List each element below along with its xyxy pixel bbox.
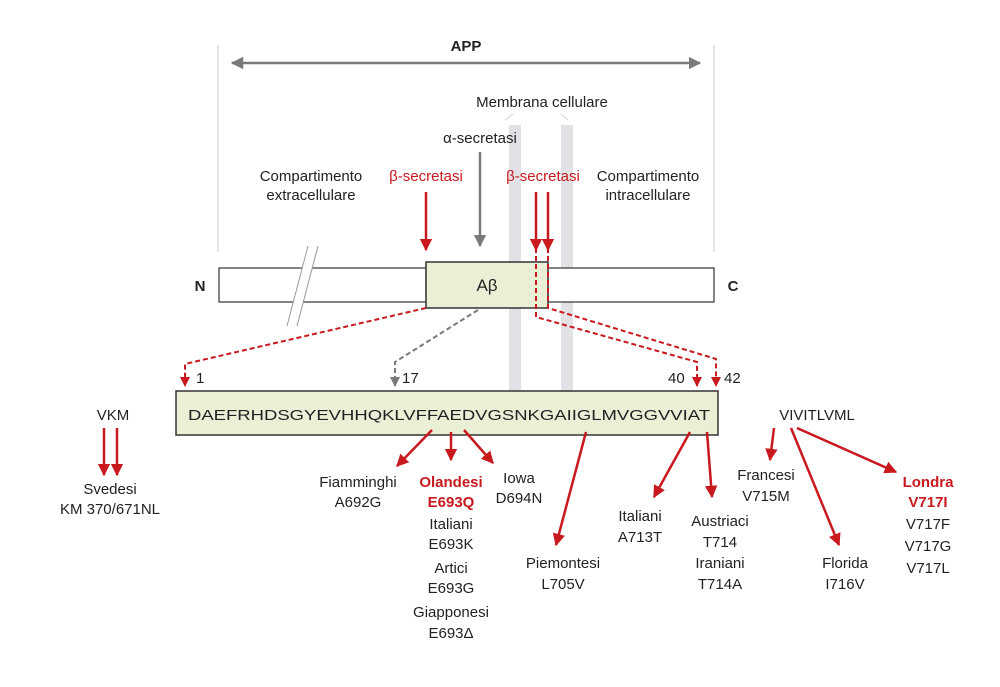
intracellular-label-2: intracellulare <box>605 187 690 204</box>
membrane-leader-left <box>504 113 514 121</box>
florida-arrow <box>789 427 841 547</box>
svedesi-code: KM 370/671NL <box>60 501 160 518</box>
membrane-band-outer <box>509 125 521 393</box>
beta-secretase-right-label: β-secretasi <box>506 168 580 185</box>
olandesi-name: Olandesi <box>419 474 482 491</box>
iowa-arrow <box>463 429 494 464</box>
app-bar-break-line-1 <box>286 245 309 327</box>
svedesi-name: Svedesi <box>83 481 136 498</box>
left-flank-sequence: VKM <box>97 407 130 424</box>
membrane-band-inner <box>561 125 573 393</box>
abeta-sequence: DAEFRHDSGYEVHHQKLVFFAEDVGSNKGAIIGLMVGGVV… <box>188 407 710 424</box>
francesi-arrow <box>765 427 778 462</box>
londra-name: Londra <box>903 474 954 491</box>
fiamminghi-code: A692G <box>335 494 382 511</box>
francesi-code: V715M <box>742 488 790 505</box>
londra-more-1: V717G <box>905 538 952 555</box>
connector-17 <box>390 309 479 387</box>
right-flank-sequence: VIVITLVML <box>779 407 855 424</box>
olandesi-more-2: Artici <box>434 560 467 577</box>
connector-42 <box>547 248 721 387</box>
piemontesi-code: L705V <box>541 576 584 593</box>
londra-more-0: V717F <box>906 516 950 533</box>
londra-code: V717I <box>908 494 947 511</box>
iowa-code: D694N <box>496 490 543 507</box>
italiani-code: A713T <box>618 529 662 546</box>
app-bar-break <box>287 246 318 326</box>
londra-more-2: V717L <box>906 560 949 577</box>
piemontesi-arrow <box>552 431 588 547</box>
olandesi-more-3: E693G <box>428 580 475 597</box>
connector-1 <box>180 307 427 387</box>
londra-arrow <box>796 426 898 474</box>
n-terminus-label: N <box>195 278 206 295</box>
beta-secretase-left-label: β-secretasi <box>389 168 463 185</box>
italiani-arrow <box>652 431 692 499</box>
abeta-label: Aβ <box>476 276 497 295</box>
position-1-label: 1 <box>196 370 204 387</box>
c-terminus-label: C <box>728 278 739 295</box>
app-bar-break-line-2 <box>296 245 319 327</box>
austriaci-name: Austriaci <box>691 513 749 530</box>
sequence-box <box>175 390 719 436</box>
florida-code: I716V <box>825 576 864 593</box>
olandesi-more-4: Giapponesi <box>413 604 489 621</box>
austriaci-code: T714 <box>703 534 737 551</box>
membrane-label: Membrana cellulare <box>476 94 608 111</box>
connector-40 <box>535 248 702 387</box>
olandesi-more-0: Italiani <box>429 516 472 533</box>
fiamminghi-name: Fiamminghi <box>319 474 397 491</box>
position-17-label: 17 <box>402 370 419 387</box>
iraniani-code: T714A <box>698 576 742 593</box>
fiamminghi-arrow <box>396 429 433 467</box>
position-40-label: 40 <box>668 370 685 387</box>
francesi-name: Francesi <box>737 467 795 484</box>
position-42-label: 42 <box>724 370 741 387</box>
olandesi-code: E693Q <box>428 494 475 511</box>
membrane-leader-right <box>560 113 569 121</box>
olandesi-more-5: E693Δ <box>428 625 473 642</box>
olandesi-more-1: E693K <box>428 536 473 553</box>
piemontesi-name: Piemontesi <box>526 555 600 572</box>
iowa-name: Iowa <box>503 470 535 487</box>
extracellular-label-1: Compartimento <box>260 168 363 185</box>
florida-name: Florida <box>822 555 869 572</box>
iraniani-name: Iraniani <box>695 555 744 572</box>
alpha-secretase-label: α-secretasi <box>443 130 517 147</box>
austriaci-arrow <box>704 431 718 499</box>
app-bar-left <box>218 267 427 303</box>
italiani-name: Italiani <box>618 508 661 525</box>
app-bar-right <box>547 267 715 303</box>
app-title: APP <box>451 38 482 55</box>
intracellular-label-1: Compartimento <box>597 168 700 185</box>
extracellular-label-2: extracellulare <box>266 187 355 204</box>
